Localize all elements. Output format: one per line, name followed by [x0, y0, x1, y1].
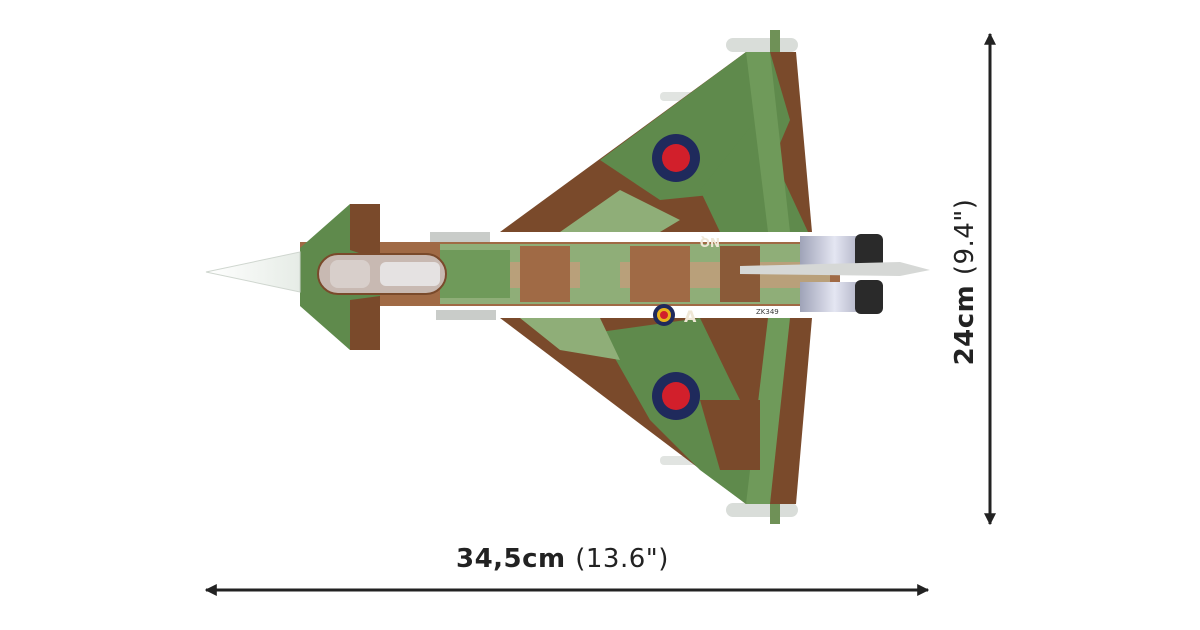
- fuselage-roundel: [653, 304, 675, 326]
- roundel-bottom: [652, 372, 700, 420]
- wingtip-pod-bottom: [726, 503, 798, 517]
- serial-marking: ZK349: [756, 308, 779, 316]
- width-metric: 34,5cm: [456, 544, 566, 574]
- code-marking: NQ: [700, 235, 720, 249]
- height-imperial: (9.4"): [950, 198, 980, 276]
- roundel-top: [652, 134, 700, 182]
- engine-nozzle-bottom: [800, 282, 858, 312]
- engine-nozzle-top: [800, 236, 858, 266]
- nose-cone: [205, 251, 301, 293]
- width-dimension-label: 34,5cm (13.6"): [456, 544, 669, 574]
- height-dimension-label: 24cm (9.4"): [950, 199, 980, 366]
- roundel-letter: A: [684, 307, 697, 326]
- height-metric: 24cm: [950, 284, 980, 366]
- width-imperial: (13.6"): [575, 544, 669, 574]
- wingtip-pod-top: [726, 38, 798, 52]
- aircraft-model: NQ A ZK349: [205, 30, 930, 524]
